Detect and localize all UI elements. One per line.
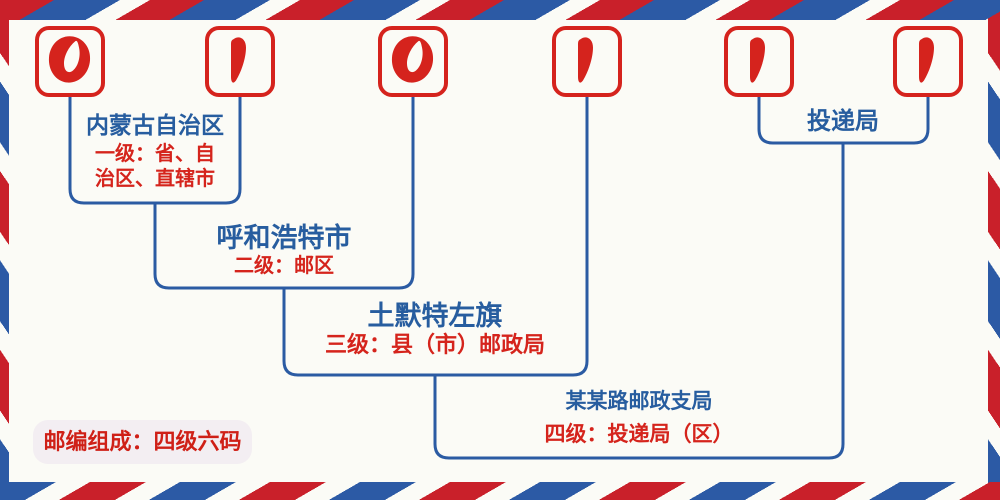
digit-glyph xyxy=(391,36,434,83)
digit-glyph xyxy=(919,37,934,83)
label-level2: 呼和浩特市 二级：邮区 xyxy=(154,222,414,279)
level1-desc-line2: 治区、直辖市 xyxy=(95,168,215,190)
caption-badge: 邮编组成：四级六码 xyxy=(33,420,252,464)
level1-desc-line1: 一级：省、自 xyxy=(95,143,215,165)
label-level4: 某某路邮政支局 四级：投递局（区） xyxy=(479,389,799,446)
bracket-level4 xyxy=(433,143,845,460)
label-level3: 土默特左旗 三级：县（市）邮政局 xyxy=(285,300,585,358)
digit-box-2 xyxy=(205,26,275,97)
level3-title: 土默特左旗 xyxy=(367,301,503,331)
digit-glyph xyxy=(578,37,593,83)
digit-box-1 xyxy=(35,26,105,97)
bracket-delivery xyxy=(757,97,930,145)
label-delivery: 投递局 xyxy=(763,108,923,136)
digit-glyph xyxy=(48,36,91,83)
digit-box-6 xyxy=(893,26,963,97)
level4-desc: 四级：投递局（区） xyxy=(544,422,734,446)
label-level1: 内蒙古自治区 一级：省、自 治区、直辖市 xyxy=(70,112,240,192)
digit-box-4 xyxy=(552,26,622,97)
digit-box-5 xyxy=(724,26,794,97)
digit-box-3 xyxy=(378,26,448,97)
level2-title: 呼和浩特市 xyxy=(216,223,352,253)
level2-desc: 二级：邮区 xyxy=(234,255,334,277)
level4-title: 某某路邮政支局 xyxy=(565,389,713,413)
level1-title: 内蒙古自治区 xyxy=(86,113,224,138)
digit-glyph xyxy=(231,37,246,83)
digit-glyph xyxy=(750,37,765,83)
delivery-title: 投递局 xyxy=(807,109,879,135)
level3-desc: 三级：县（市）邮政局 xyxy=(324,332,545,357)
